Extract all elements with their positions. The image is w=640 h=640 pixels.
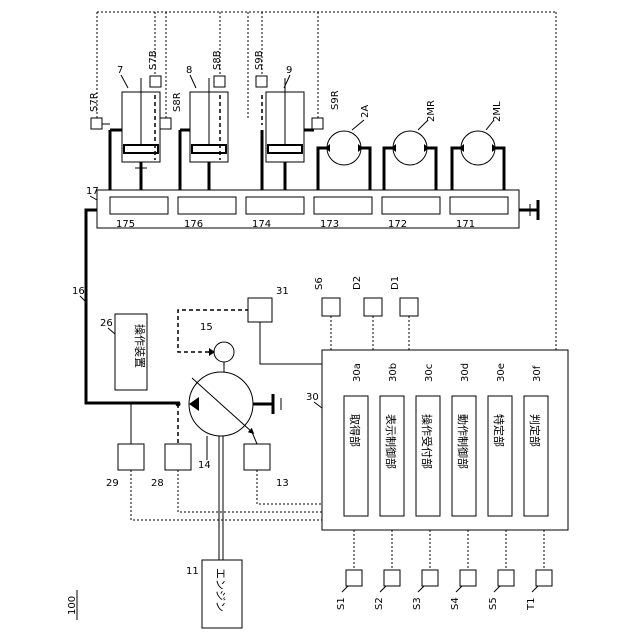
pilot-label: 15 [200, 322, 213, 333]
motor-2mr: 2MR [384, 100, 437, 190]
engine-ref: 11 [186, 566, 199, 577]
valve-173 [314, 197, 372, 214]
controller-unit-ref: 30f [532, 365, 543, 382]
sensor-d2 [364, 298, 382, 316]
cylinder-9: 9 [262, 65, 314, 190]
input-sensor-box [384, 570, 400, 586]
sensor-31-label: 31 [276, 286, 289, 297]
valve-174 [246, 197, 304, 214]
input-leader-line [532, 586, 538, 592]
sensor-s8r [160, 118, 171, 129]
input-sensor-box [346, 570, 362, 586]
valve-171 [450, 197, 508, 214]
sensor-s7r-label: S7R [89, 92, 100, 112]
sensor-s6 [322, 298, 340, 316]
motor-2a: 2A [318, 105, 371, 190]
sensor-13-label: 13 [276, 478, 289, 489]
cylinder-9-label: 9 [286, 65, 292, 76]
valve-174-label: 174 [252, 219, 271, 230]
input-leader-line [342, 586, 348, 592]
valve-block-label: 17 [86, 186, 99, 197]
valve-171-label: 171 [456, 219, 475, 230]
input-sensor-label: S4 [450, 597, 461, 610]
input-sensor-box [422, 570, 438, 586]
sensor-s6-label: S6 [314, 277, 325, 290]
input-sensor-box [498, 570, 514, 586]
control-valve-block: 17 175 176 174 173 172 171 [86, 186, 538, 230]
bottom-inputs: S1 S2 S3 S4 S5 T1 [336, 530, 552, 611]
sensor-s9b-label: S9B [254, 50, 265, 70]
sensor-s8b-label: S8B [212, 50, 223, 70]
engine: エンジン 11 [186, 436, 242, 628]
controller-unit-label: 判定部 [528, 414, 542, 447]
sensor-s7r [91, 118, 102, 129]
controller: 30 取得部 30a 表示制御部 30b 操作受付部 30c 動作制御部 30d 特定部 30e 判… [306, 350, 568, 530]
sensor-13 [244, 444, 270, 470]
input-sensor-box [460, 570, 476, 586]
input-sensor-label: S1 [336, 597, 347, 610]
controller-unit-ref: 30c [424, 364, 435, 382]
controller-ref: 30 [306, 392, 319, 403]
controller-unit-label: 動作制御部 [456, 414, 470, 469]
sensor-s8b [214, 76, 225, 87]
operation-device-label: 操作装置 [133, 324, 147, 368]
motor-2a-label: 2A [360, 105, 371, 118]
sensor-s7b-label: S7B [148, 50, 159, 70]
sensor-31 [248, 298, 272, 322]
figure-number: 100 [67, 596, 78, 615]
input-sensor-label: S2 [374, 597, 385, 610]
operation-device-ref: 26 [100, 318, 113, 329]
valve-175-label: 175 [116, 219, 135, 230]
line-16-label: 16 [72, 286, 85, 297]
valve-172-label: 172 [388, 219, 407, 230]
input-sensor-label: S3 [412, 597, 423, 610]
input-sensor-label: T1 [526, 598, 537, 611]
motor-2ml: 2ML [452, 101, 504, 190]
sensor-s9b [256, 76, 267, 87]
controller-unit-ref: 30a [352, 363, 363, 382]
sensor-s9r-label: S9R [330, 90, 341, 110]
controller-unit-ref: 30d [460, 363, 471, 382]
operation-device: 操作装置 26 [100, 314, 147, 390]
sensor-s7b [150, 76, 161, 87]
controller-unit-label: 特定部 [492, 414, 506, 447]
input-leader-line [456, 586, 462, 592]
valve-172 [382, 197, 440, 214]
sensor-s9r [312, 118, 323, 129]
sensor-s8r-label: S8R [172, 92, 183, 112]
controller-unit-label: 表示制御部 [384, 414, 398, 469]
sensor-d1 [400, 298, 418, 316]
valve-176-label: 176 [184, 219, 203, 230]
input-leader-line [418, 586, 424, 592]
sensor-28-label: 28 [151, 478, 164, 489]
motor-2mr-label: 2MR [426, 100, 437, 122]
sensor-29 [118, 444, 144, 470]
cylinder-7-label: 7 [117, 65, 123, 76]
valve-176 [178, 197, 236, 214]
input-sensor-label: S5 [488, 597, 499, 610]
motor-2ml-label: 2ML [492, 101, 503, 122]
pilot-regulator: 15 [178, 310, 248, 372]
valve-173-label: 173 [320, 219, 339, 230]
sensor-29-label: 29 [106, 478, 119, 489]
controller-unit-ref: 30e [496, 363, 507, 382]
engine-label: エンジン [214, 568, 227, 612]
sensor-28 [165, 444, 191, 470]
valve-175 [110, 197, 168, 214]
pump-label: 14 [198, 460, 211, 471]
input-sensor-box [536, 570, 552, 586]
sensor-d2-label: D2 [352, 276, 363, 290]
controller-unit-label: 操作受付部 [420, 414, 434, 469]
controller-unit-ref: 30b [388, 363, 399, 382]
input-leader-line [380, 586, 386, 592]
cylinder-8-label: 8 [186, 65, 192, 76]
input-leader-line [494, 586, 500, 592]
sensor-d1-label: D1 [390, 276, 401, 290]
controller-unit-label: 取得部 [348, 414, 362, 447]
